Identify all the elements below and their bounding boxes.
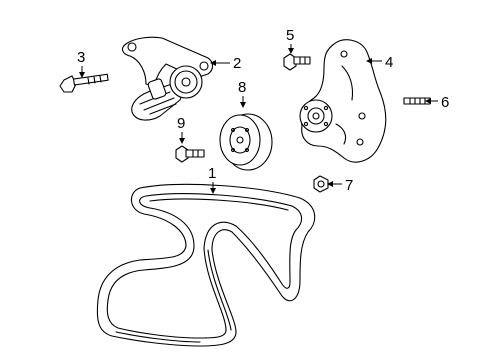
callout-number-6: 6 xyxy=(441,94,449,111)
callout-2: 2 xyxy=(210,55,241,72)
callout-4: 4 xyxy=(366,54,393,71)
callout-number-2: 2 xyxy=(233,55,241,72)
callout-number-5: 5 xyxy=(286,27,294,44)
idler-pulley[interactable] xyxy=(219,113,273,171)
flange-bolt-5[interactable] xyxy=(283,53,311,71)
callout-6: 6 xyxy=(425,94,449,111)
callout-number-9: 9 xyxy=(177,115,185,132)
callout-7: 7 xyxy=(327,177,353,194)
callout-5: 5 xyxy=(286,27,294,54)
callout-number-7: 7 xyxy=(345,177,353,194)
callout-number-8: 8 xyxy=(238,79,246,96)
water-pump[interactable] xyxy=(299,39,387,163)
flange-bolt-9[interactable] xyxy=(175,145,205,163)
long-bolt[interactable] xyxy=(59,73,109,93)
callout-8: 8 xyxy=(238,79,246,108)
serpentine-belt[interactable] xyxy=(96,183,316,347)
callout-number-3: 3 xyxy=(77,49,85,66)
callout-1: 1 xyxy=(208,165,216,194)
nut[interactable] xyxy=(313,175,329,193)
callout-9: 9 xyxy=(177,115,185,144)
callout-3: 3 xyxy=(77,49,85,78)
belt-tensioner[interactable] xyxy=(121,36,214,121)
callout-number-4: 4 xyxy=(385,54,393,71)
callout-number-1: 1 xyxy=(208,165,216,182)
